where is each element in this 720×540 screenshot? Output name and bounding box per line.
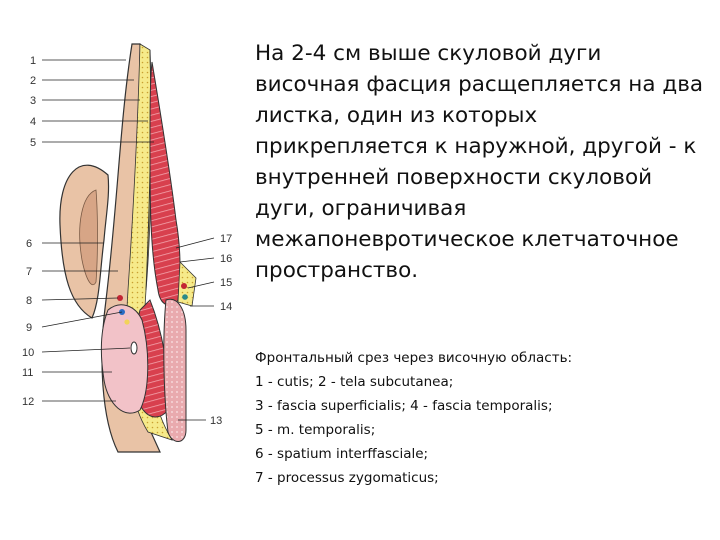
caption-line: 5 - m. temporalis; — [255, 418, 710, 442]
temporal-region-cross-section-figure: 1 2 3 4 5 6 7 8 9 10 11 12 13 14 15 16 1… — [0, 0, 250, 540]
nerve-dot — [124, 319, 129, 324]
label-4: 4 — [30, 116, 36, 128]
label-7: 7 — [26, 266, 32, 278]
label-1: 1 — [30, 55, 36, 67]
main-paragraph: На 2-4 см выше скуловой дуги височная фа… — [255, 38, 705, 286]
artery-dot-2 — [181, 283, 187, 289]
caption-line: 6 - spatium interffasciale; — [255, 442, 710, 466]
label-10: 10 — [22, 347, 34, 359]
caption-line: 7 - processus zygomaticus; — [255, 466, 710, 490]
caption-line: 3 - fascia superficialis; 4 - fascia tem… — [255, 394, 710, 418]
label-2: 2 — [30, 75, 36, 87]
label-16: 16 — [220, 253, 232, 265]
label-13: 13 — [210, 415, 222, 427]
temporal-muscle — [150, 62, 180, 305]
label-9: 9 — [26, 322, 32, 334]
label-3: 3 — [30, 95, 36, 107]
figure-caption: Фронтальный срез через височную область:… — [255, 346, 710, 490]
caption-line: 1 - cutis; 2 - tela subcutanea; — [255, 370, 710, 394]
label-17: 17 — [220, 233, 232, 245]
vein-dot-2 — [182, 294, 188, 300]
vessel-oval — [131, 342, 137, 354]
label-5: 5 — [30, 137, 36, 149]
label-15: 15 — [220, 277, 232, 289]
label-14: 14 — [220, 301, 232, 313]
label-11: 11 — [22, 367, 33, 379]
caption-title: Фронтальный срез через височную область: — [255, 346, 710, 370]
fat-body — [178, 262, 196, 306]
label-8: 8 — [26, 295, 32, 307]
label-12: 12 — [22, 396, 34, 408]
label-6: 6 — [26, 238, 32, 250]
